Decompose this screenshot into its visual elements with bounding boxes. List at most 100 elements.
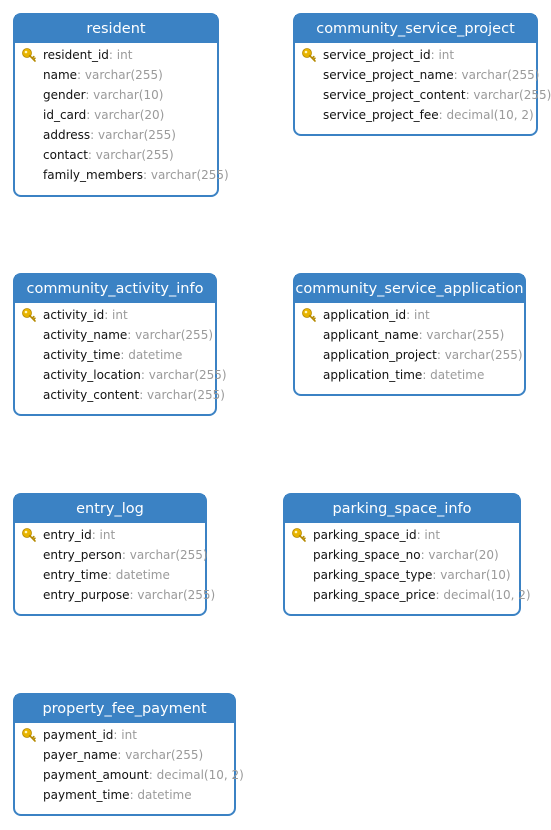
field-type: : varchar(255) xyxy=(117,748,204,762)
table-title: community_service_project xyxy=(295,15,536,43)
field-type: : varchar(255) xyxy=(436,348,523,362)
field-row[interactable]: parking_space_price: decimal(10, 2) xyxy=(285,585,531,605)
field-type: : varchar(20) xyxy=(86,108,165,122)
field-name: payment_amount xyxy=(43,768,149,782)
field-name: gender xyxy=(43,88,86,102)
field-row[interactable]: entry_id: int xyxy=(15,525,205,545)
field-row[interactable]: address: varchar(255) xyxy=(15,125,217,145)
field-type: : varchar(255) xyxy=(77,68,163,82)
field-row[interactable]: activity_id: int xyxy=(15,305,215,325)
field-row[interactable]: parking_space_type: varchar(10) xyxy=(285,565,519,585)
field-name: application_time xyxy=(323,368,423,382)
field-type: : decimal(10, 2) xyxy=(438,108,534,122)
table-title: community_activity_info xyxy=(15,275,215,303)
field-row[interactable]: application_id: int xyxy=(295,305,524,325)
table-title: community_service_application xyxy=(295,275,524,303)
field-name: service_project_fee xyxy=(323,108,439,122)
field-name: entry_time xyxy=(43,568,108,582)
field-name: parking_space_id xyxy=(313,528,417,542)
field-name: service_project_name xyxy=(323,68,454,82)
field-row[interactable]: payment_id: int xyxy=(15,725,234,745)
field-row[interactable]: parking_space_no: varchar(20) xyxy=(285,545,519,565)
field-row[interactable]: gender: varchar(10) xyxy=(15,85,217,105)
field-type: : varchar(10) xyxy=(85,88,164,102)
field-row[interactable]: payment_amount: decimal(10, 2) xyxy=(15,765,244,785)
field-row[interactable]: contact: varchar(255) xyxy=(15,145,217,165)
field-row[interactable]: application_time: datetime xyxy=(295,365,524,385)
field-type: : varchar(255) xyxy=(90,128,176,142)
field-row[interactable]: activity_location: varchar(255) xyxy=(15,365,227,385)
field-name: entry_person xyxy=(43,548,122,562)
field-name: payment_id xyxy=(43,728,114,742)
field-type: : varchar(255) xyxy=(418,328,505,342)
key-icon xyxy=(292,528,306,542)
field-type: : datetime xyxy=(129,788,192,802)
field-name: activity_content xyxy=(43,388,140,402)
field-name: applicant_name xyxy=(323,328,419,342)
field-row[interactable]: application_project: varchar(255) xyxy=(295,345,524,365)
table-title: resident xyxy=(15,15,217,43)
field-type: : varchar(255) xyxy=(127,328,214,342)
field-name: entry_id xyxy=(43,528,92,542)
field-type: : varchar(255) xyxy=(140,368,227,382)
field-name: resident_id xyxy=(43,48,109,62)
field-row[interactable]: payer_name: varchar(255) xyxy=(15,745,234,765)
table-resident[interactable]: resident resident_id: int name: varchar(… xyxy=(13,13,229,197)
field-row[interactable]: parking_space_id: int xyxy=(285,525,519,545)
key-icon xyxy=(22,528,36,542)
table-community-service-project[interactable]: community_service_project service_projec… xyxy=(293,13,551,136)
field-type: : datetime xyxy=(422,368,485,382)
field-row[interactable]: service_project_id: int xyxy=(295,45,536,65)
field-name: application_id xyxy=(323,308,407,322)
field-row[interactable]: applicant_name: varchar(255) xyxy=(295,325,524,345)
field-name: family_members xyxy=(43,168,143,182)
field-type: : decimal(10, 2) xyxy=(435,588,531,602)
field-name: activity_location xyxy=(43,368,141,382)
field-type: : varchar(255) xyxy=(453,68,540,82)
field-row[interactable]: entry_person: varchar(255) xyxy=(15,545,208,565)
field-type: : varchar(255) xyxy=(121,548,208,562)
field-name: application_project xyxy=(323,348,437,362)
field-name: name xyxy=(43,68,78,82)
field-type: : int xyxy=(406,308,430,322)
field-type: : datetime xyxy=(120,348,183,362)
field-row[interactable]: entry_time: datetime xyxy=(15,565,205,585)
field-row[interactable]: name: varchar(255) xyxy=(15,65,217,85)
field-name: payment_time xyxy=(43,788,130,802)
table-entry-log[interactable]: entry_log entry_id: int entry_person: va… xyxy=(13,493,215,616)
field-row[interactable]: activity_time: datetime xyxy=(15,345,215,365)
field-row[interactable]: payment_time: datetime xyxy=(15,785,234,805)
field-name: payer_name xyxy=(43,748,118,762)
key-icon xyxy=(22,308,36,322)
field-type: : varchar(255) xyxy=(87,148,174,162)
field-type: : int xyxy=(91,528,116,542)
field-row[interactable]: entry_purpose: varchar(255) xyxy=(15,585,215,605)
table-community-service-application[interactable]: community_service_application applicatio… xyxy=(293,273,526,396)
key-icon xyxy=(22,48,36,62)
field-row[interactable]: service_project_name: varchar(255) xyxy=(295,65,539,85)
table-title: entry_log xyxy=(15,495,205,523)
table-community-activity-info[interactable]: community_activity_info activity_id: int… xyxy=(13,273,227,416)
field-name: activity_name xyxy=(43,328,128,342)
field-name: id_card xyxy=(43,108,87,122)
field-row[interactable]: resident_id: int xyxy=(15,45,217,65)
field-row[interactable]: activity_name: varchar(255) xyxy=(15,325,215,345)
field-type: : varchar(10) xyxy=(432,568,511,582)
field-type: : int xyxy=(113,728,137,742)
field-name: contact xyxy=(43,148,88,162)
field-type: : datetime xyxy=(107,568,170,582)
field-type: : int xyxy=(104,308,128,322)
field-row[interactable]: id_card: varchar(20) xyxy=(15,105,217,125)
field-name: parking_space_price xyxy=(313,588,436,602)
field-row[interactable]: service_project_content: varchar(255) xyxy=(295,85,551,105)
key-icon xyxy=(22,728,36,742)
key-icon xyxy=(302,48,316,62)
table-property-fee-payment[interactable]: property_fee_payment payment_id: int pay… xyxy=(13,693,244,816)
field-name: parking_space_no xyxy=(313,548,421,562)
field-row[interactable]: family_members: varchar(255) xyxy=(15,165,229,185)
field-row[interactable]: service_project_fee: decimal(10, 2) xyxy=(295,105,536,125)
table-parking-space-info[interactable]: parking_space_info parking_space_id: int… xyxy=(283,493,531,616)
field-type: : varchar(255) xyxy=(142,168,229,182)
field-row[interactable]: activity_content: varchar(255) xyxy=(15,385,225,405)
field-name: service_project_id xyxy=(323,48,431,62)
